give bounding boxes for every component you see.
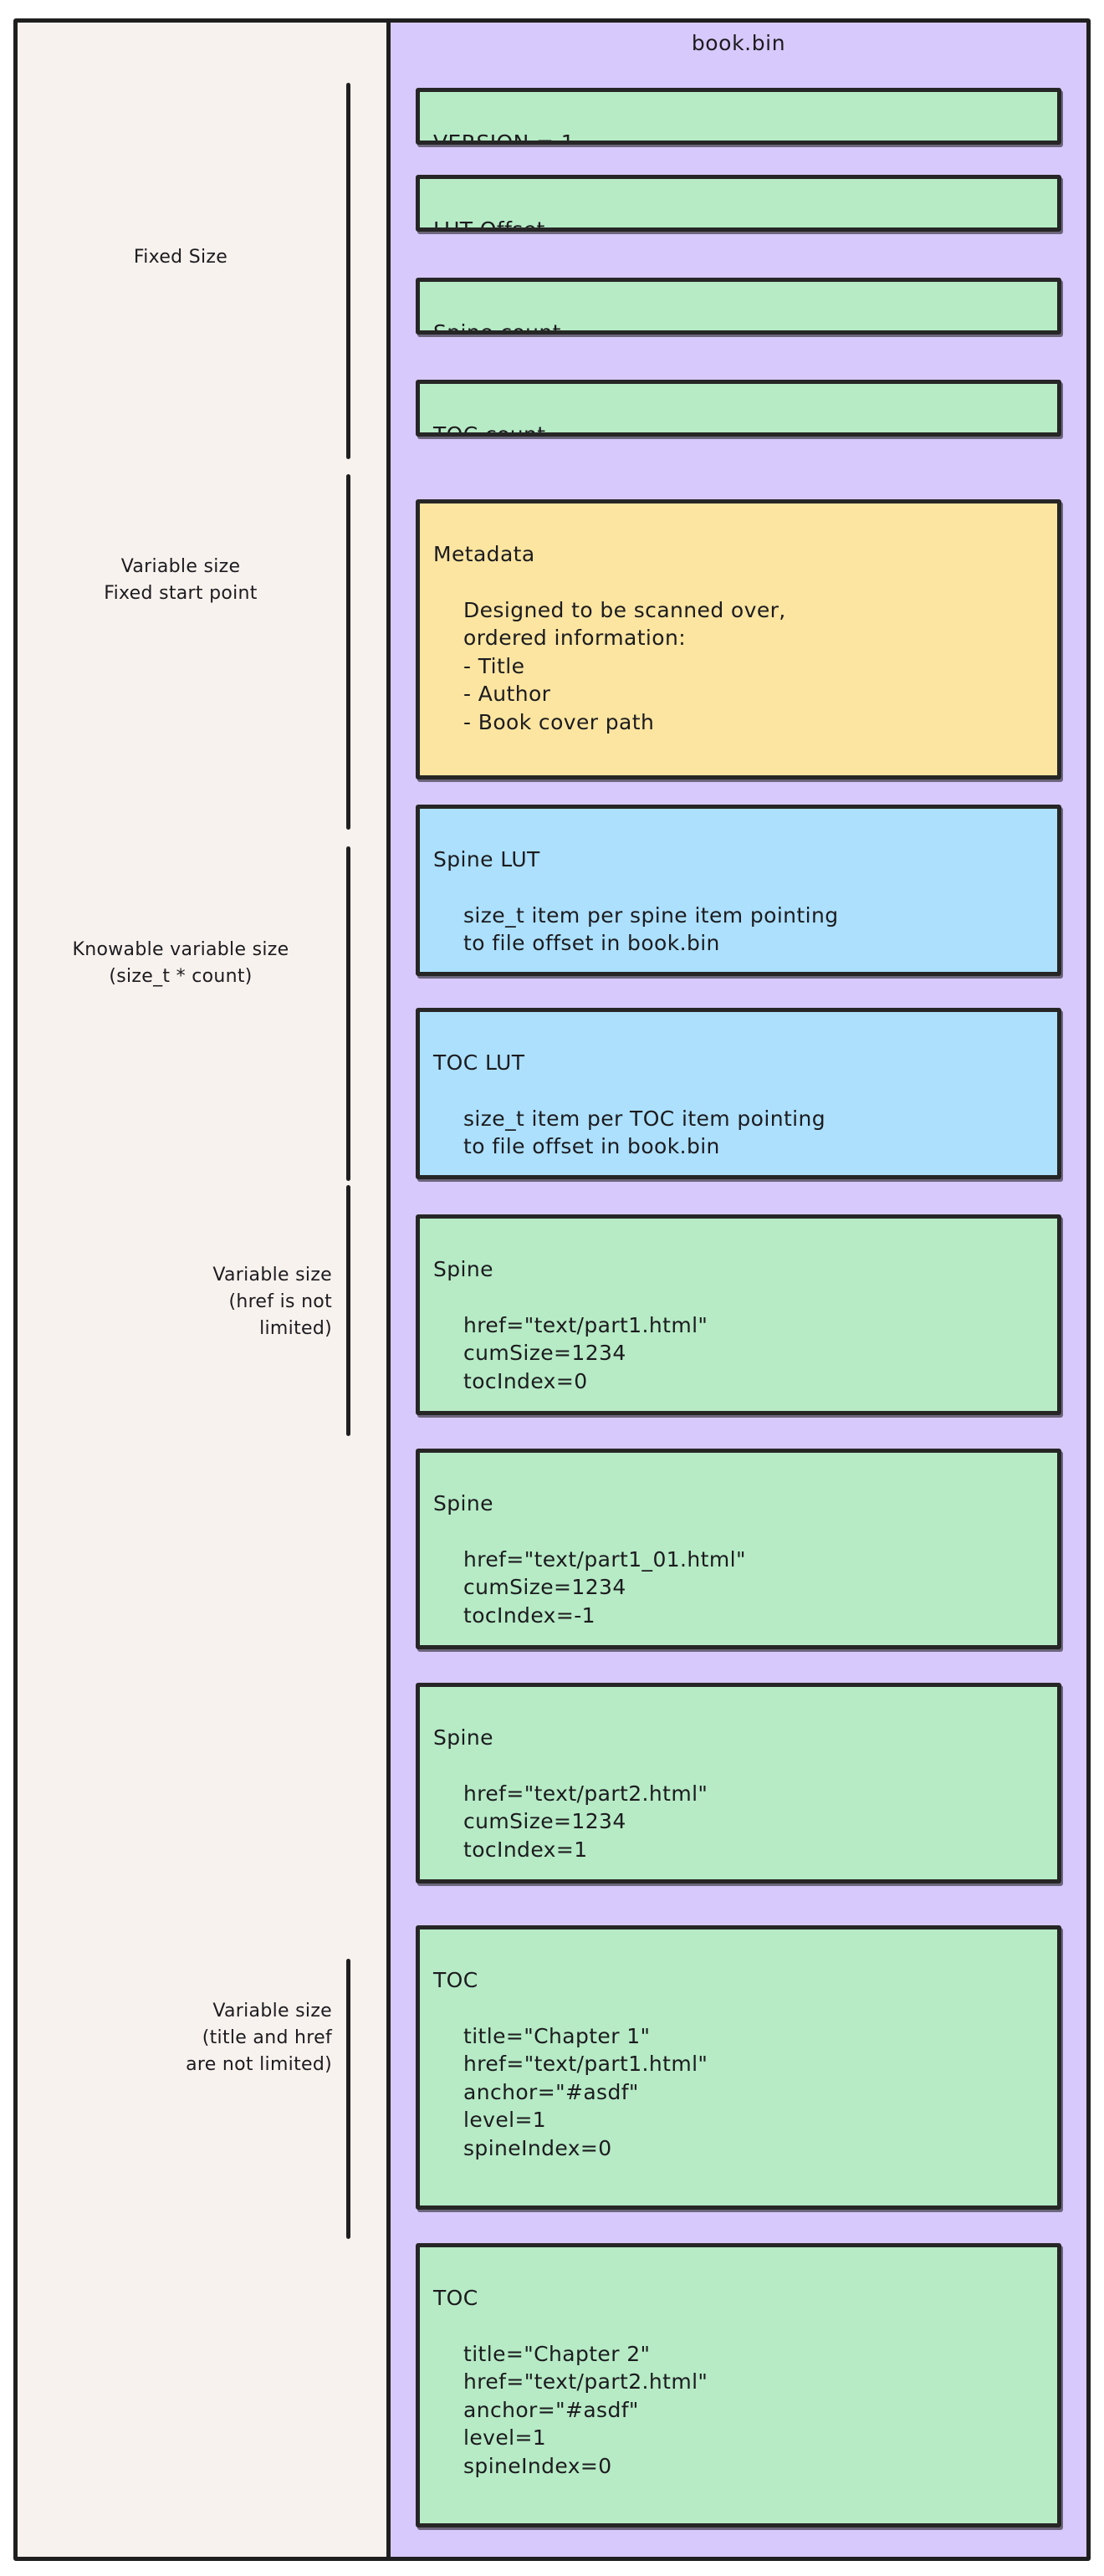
node-lut-offset[interactable]: LUT Offset xyxy=(416,175,1061,232)
node-header: Spine xyxy=(433,1725,493,1750)
node-version[interactable]: VERSION = 1 xyxy=(416,88,1061,145)
node-body: Designed to be scanned over, ordered inf… xyxy=(463,597,786,734)
node-header: TOC LUT xyxy=(433,1050,525,1075)
bracket-tick-variable-fixed-start xyxy=(346,474,350,830)
file-title: book.bin xyxy=(691,31,786,55)
book-bin-panel: book.bin VERSION = 1 LUT Offset Spine co… xyxy=(391,23,1086,2557)
node-body: title="Chapter 2" href="text/part2.html"… xyxy=(463,2341,708,2478)
node-header: LUT Offset xyxy=(433,217,545,232)
node-spine-2[interactable]: Spine href="text/part1_01.html" cumSize=… xyxy=(416,1449,1061,1649)
node-header: TOC count xyxy=(433,422,546,437)
bracket-tick-fixed-size xyxy=(346,83,350,459)
node-header: Spine count xyxy=(433,319,561,335)
annotation-column: Fixed Size Variable size Fixed start poi… xyxy=(18,23,391,2557)
node-body: href="text/part1_01.html" cumSize=1234 t… xyxy=(463,1546,746,1628)
node-toc-1[interactable]: TOC title="Chapter 1" href="text/part1.h… xyxy=(416,1925,1061,2210)
node-header: Spine xyxy=(433,1256,493,1281)
annotation-variable-size-href: Variable size (href is not limited) xyxy=(212,1265,332,1339)
node-body: href="text/part1.html" cumSize=1234 tocI… xyxy=(463,1312,708,1393)
node-toc-lut[interactable]: TOC LUT size_t item per TOC item pointin… xyxy=(416,1008,1061,1179)
annotation-variable-fixed-start: Variable size Fixed start point xyxy=(104,556,258,604)
annotation-variable-size-title-href: Variable size (title and href are not li… xyxy=(186,2001,332,2075)
node-body: title="Chapter 1" href="text/part1.html"… xyxy=(463,2023,708,2160)
node-body: href="text/part2.html" cumSize=1234 tocI… xyxy=(463,1781,708,1862)
node-header: Spine xyxy=(433,1490,493,1515)
node-spine-3[interactable]: Spine href="text/part2.html" cumSize=123… xyxy=(416,1683,1061,1883)
node-header: Metadata xyxy=(433,541,535,566)
annotation-knowable-variable-size: Knowable variable size (size_t * count) xyxy=(72,939,289,987)
node-body: size_t item per TOC item pointing to fil… xyxy=(463,1106,826,1159)
bracket-tick-variable-href xyxy=(346,1185,350,1436)
bracket-tick-knowable-variable xyxy=(346,846,350,1181)
node-header: Spine LUT xyxy=(433,846,540,871)
file-format-diagram: Fixed Size Variable size Fixed start poi… xyxy=(13,18,1091,2561)
node-header: TOC xyxy=(433,1967,478,1992)
node-spine-lut[interactable]: Spine LUT size_t item per spine item poi… xyxy=(416,805,1061,976)
annotation-fixed-size: Fixed Size xyxy=(133,247,228,268)
node-spine-count[interactable]: Spine count xyxy=(416,278,1061,335)
node-spine-1[interactable]: Spine href="text/part1.html" cumSize=123… xyxy=(416,1214,1061,1415)
node-body: size_t item per spine item pointing to f… xyxy=(463,902,839,956)
node-header: TOC xyxy=(433,2285,478,2310)
bracket-tick-variable-title-href xyxy=(346,1959,350,2239)
node-header: VERSION = 1 xyxy=(433,130,575,145)
node-toc-count[interactable]: TOC count xyxy=(416,380,1061,437)
node-toc-2[interactable]: TOC title="Chapter 2" href="text/part2.h… xyxy=(416,2243,1061,2527)
node-metadata[interactable]: Metadata Designed to be scanned over, or… xyxy=(416,499,1061,779)
